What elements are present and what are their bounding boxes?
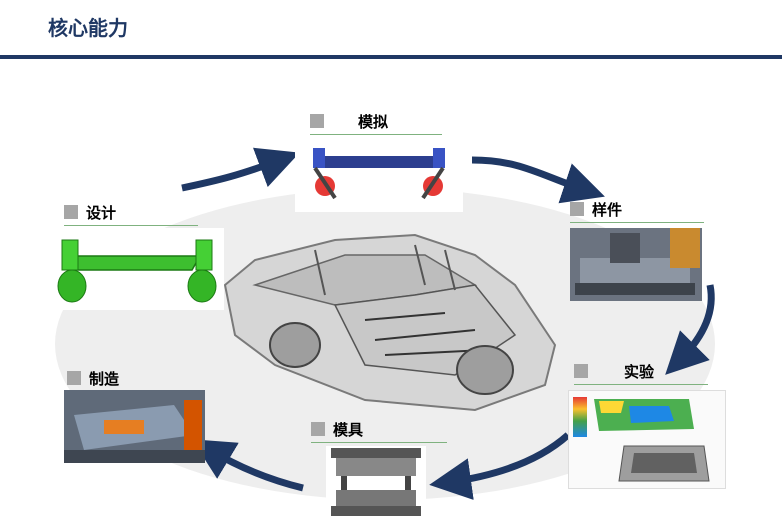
test-image — [568, 390, 726, 489]
title-divider — [0, 55, 782, 59]
arrow-test-to-mold — [429, 432, 571, 500]
car-body-image — [223, 233, 557, 412]
stage-label-sample: 样件 — [570, 198, 704, 223]
stage-label-design: 设计 — [64, 201, 198, 226]
stage-label-text: 模具 — [333, 420, 364, 439]
sim-image — [295, 138, 463, 212]
stage-label-sim: 模拟 — [310, 110, 442, 135]
stage-label-text: 制造 — [89, 369, 120, 388]
arrow-mold-to-manufacture — [191, 439, 304, 492]
arrow-sample-to-test — [665, 284, 715, 375]
arrow-sim-to-sample — [471, 156, 605, 204]
bullet-square — [311, 422, 325, 436]
page-title: 核心能力 — [48, 16, 128, 40]
stage-label-mold: 模具 — [311, 418, 447, 443]
stage-label-text: 设计 — [86, 203, 117, 222]
sample-image — [570, 228, 702, 301]
stage-label-text: 样件 — [592, 200, 623, 219]
design-image — [50, 228, 224, 310]
manufacture-image — [64, 390, 205, 463]
bullet-square — [574, 364, 588, 378]
stage-label-manufacture: 制造 — [67, 367, 203, 392]
stage-label-text: 模拟 — [358, 112, 389, 131]
bullet-square — [64, 205, 78, 219]
bullet-square — [310, 114, 324, 128]
stage-label-text: 实验 — [624, 362, 655, 381]
bullet-square — [67, 371, 81, 385]
bullet-square — [570, 202, 584, 216]
arrow-design-to-sim — [181, 147, 300, 192]
mold-image — [326, 446, 426, 518]
stage-label-test: 实验 — [574, 360, 708, 385]
